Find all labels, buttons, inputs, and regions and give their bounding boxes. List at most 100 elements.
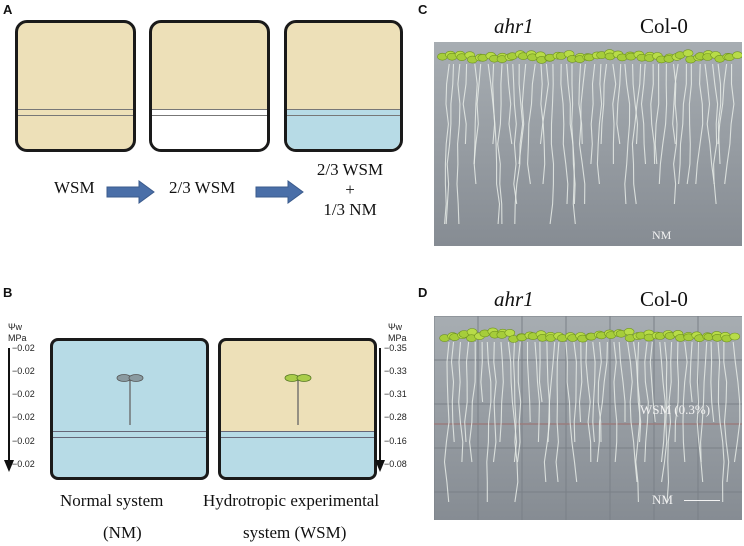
caption-hydro-line1: Hydrotropic experimental — [203, 491, 380, 510]
seedling-root — [724, 63, 735, 185]
seedling-root — [633, 341, 641, 503]
normal-system-box — [50, 338, 209, 480]
seedling-root — [534, 341, 540, 443]
psi-value-left: −0.02 — [12, 389, 35, 399]
seedling-root — [499, 341, 504, 443]
seedling-root — [462, 63, 468, 145]
step-label-wsm: WSM — [54, 178, 95, 197]
seedling-root — [578, 341, 583, 423]
seedling-root — [492, 341, 497, 463]
box-wsm-nm — [284, 20, 403, 152]
seedling-root — [666, 341, 673, 503]
seedling-root — [596, 341, 608, 463]
seedling-root — [473, 63, 482, 165]
arrow-right-icon — [255, 180, 304, 204]
unit-label-left: MPa — [8, 333, 27, 343]
seedling-root — [578, 63, 586, 205]
psi-value-right: −0.33 — [384, 366, 407, 376]
seedling-root — [444, 63, 450, 225]
seedling-root — [456, 63, 461, 225]
step-label-two-thirds: 2/3 WSM — [169, 178, 236, 197]
caption-normal-line1: Normal system — [60, 491, 164, 510]
seedling-root — [717, 63, 728, 145]
medium-label-wsm: WSM (0.3%) — [640, 402, 711, 417]
seedling-root — [560, 63, 569, 205]
seedling-root — [549, 63, 555, 225]
scale-bar — [684, 500, 720, 501]
psi-value-left: −0.02 — [12, 366, 35, 376]
seedling-root — [686, 63, 692, 185]
seedling-root — [590, 63, 596, 165]
panel-label-b: B — [3, 285, 13, 300]
box-two-thirds-wsm — [149, 20, 270, 152]
seedling-root — [555, 341, 560, 483]
seedling-root — [573, 341, 577, 443]
seedling-root — [682, 341, 688, 463]
seedling-root — [672, 63, 678, 205]
psi-label-left: Ψw — [8, 322, 23, 332]
seedling-root — [717, 341, 725, 503]
seedling-root — [597, 341, 602, 443]
seedling-root — [464, 341, 470, 443]
seedling-root — [538, 341, 543, 403]
seedling-root — [450, 341, 455, 443]
seedling-root — [649, 341, 656, 423]
psi-value-right: −0.35 — [384, 343, 407, 353]
medium-label-nm: NM — [652, 228, 672, 242]
seedling-root — [546, 341, 550, 443]
seedling-root — [527, 63, 536, 185]
medium-label-nm: NM — [652, 492, 673, 507]
seedling-root — [585, 341, 592, 463]
seedling-root — [492, 63, 496, 145]
seedling-root — [644, 341, 649, 463]
panel-label-c: C — [418, 2, 428, 17]
seedling-root — [596, 63, 603, 185]
seedling-root — [654, 64, 660, 165]
seedling-root — [487, 63, 501, 225]
genotype-label-ahr1: ahr1 — [494, 287, 534, 311]
hydrotropic-system-box — [218, 338, 377, 480]
psi-value-left: −0.02 — [12, 412, 35, 422]
seedling-root — [486, 341, 492, 502]
seedling-root — [710, 341, 715, 423]
seedling-root — [443, 341, 450, 503]
seedling-root — [618, 341, 626, 422]
seedling-root — [566, 63, 576, 205]
step-label-mixed: 2/3 WSM + 1/3 NM — [316, 160, 384, 219]
psi-value-left: −0.02 — [12, 436, 35, 446]
seedling-root — [700, 341, 708, 463]
seedling-root — [516, 341, 522, 463]
psi-value-left: −0.02 — [12, 343, 35, 353]
psi-value-left: −0.02 — [12, 459, 35, 469]
seedling-root — [518, 63, 527, 165]
seedling-root — [672, 63, 679, 145]
seedling-root — [616, 63, 622, 145]
seedling-root — [592, 341, 596, 443]
seedling-root — [626, 341, 638, 483]
seedling-photo-d: WSM (0.3%) NM — [434, 316, 742, 520]
seedling-root — [640, 63, 647, 165]
seedling-root — [469, 341, 476, 463]
caption-normal-line2: (NM) — [103, 523, 142, 542]
psi-value-right: −0.08 — [384, 459, 407, 469]
genotype-label-ahr1: ahr1 — [494, 14, 534, 38]
seedling-root — [514, 63, 524, 225]
seedling-root — [650, 63, 656, 165]
panel-label-a: A — [3, 2, 13, 17]
genotype-label-col0: Col-0 — [640, 14, 688, 38]
seedling-root — [497, 63, 503, 225]
seedling-root — [659, 341, 666, 463]
gradient-arrow-left — [4, 348, 14, 472]
seedling-root — [526, 342, 531, 423]
seedling-root — [631, 63, 642, 205]
caption-hydro-line2: system (WSM) — [243, 523, 347, 542]
seedling-root — [578, 63, 583, 145]
seedling-icon — [116, 374, 144, 425]
seedling-leaf — [729, 332, 741, 341]
seedling-root — [565, 341, 578, 483]
psi-value-right: −0.28 — [384, 412, 407, 422]
psi-value-right: −0.31 — [384, 389, 407, 399]
gradient-arrow-right — [375, 348, 385, 472]
seedling-root — [632, 63, 639, 145]
seedling-root — [712, 63, 719, 185]
